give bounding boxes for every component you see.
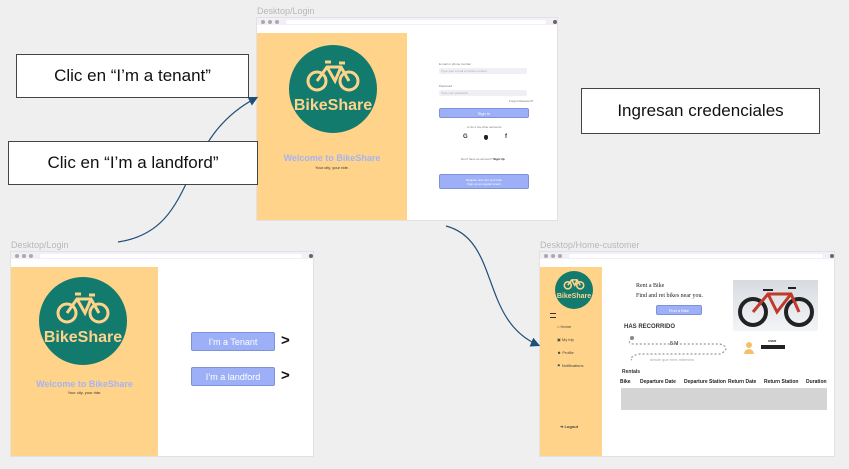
logo-circle: BikeShare	[289, 45, 377, 133]
landlord-chevron-icon[interactable]: >	[281, 367, 290, 384]
forward-icon[interactable]	[268, 19, 272, 24]
social-row: G f	[463, 134, 507, 140]
tenant-chevron-icon[interactable]: >	[281, 332, 290, 349]
email-label: E-mail or phone number	[439, 62, 472, 66]
user-name: USER	[768, 339, 777, 343]
desde-text: desde que eres miembro	[650, 357, 695, 362]
sidebar-logo-text: BikeShare	[556, 293, 592, 300]
welcome-heading: Welcome to BikeShare	[283, 153, 381, 163]
sidebar: BikeShare ⌂ Home ▣ My trip ☻ Profile ⚑ N…	[540, 267, 602, 456]
col-departure-station: Departure Station	[684, 379, 726, 385]
landlord-button[interactable]: I’m a landford	[191, 367, 275, 386]
email-field[interactable]: Type your e-mail or phone number	[439, 68, 527, 74]
recorrido-title: HAS RECORRIDO	[624, 324, 676, 330]
col-return-date: Return Date	[728, 379, 757, 385]
bike-icon	[306, 60, 360, 92]
or-sign-in-with: or do it via other accounts	[467, 125, 502, 129]
profile-icon[interactable]	[309, 253, 313, 258]
logo-circle: BikeShare	[39, 277, 127, 365]
forward-icon[interactable]	[551, 253, 555, 258]
callout-landlord: Clic en “I’m a landford”	[8, 141, 258, 185]
address-bar[interactable]	[286, 19, 546, 24]
back-icon[interactable]	[544, 253, 548, 258]
user-avatar	[744, 342, 754, 354]
frame-label-right: Desktop/Home-customer	[540, 240, 640, 250]
tagline: Your city, your ride.	[315, 165, 349, 170]
callout-tenant: Clic en “I’m a tenant”	[16, 54, 249, 98]
browser-chrome	[11, 252, 313, 259]
password-field[interactable]: Type your password	[439, 90, 527, 96]
profile-icon[interactable]	[553, 19, 557, 24]
sign-in-button[interactable]: Sign In	[439, 108, 529, 118]
browser-chrome	[540, 252, 834, 259]
callout-credentials: Ingresan credenciales	[581, 88, 820, 134]
browser-chrome	[257, 18, 557, 25]
register-line2: Sign up as regular tenant	[467, 181, 501, 186]
nav-profile-label: Profile	[562, 350, 574, 355]
google-icon[interactable]: G	[463, 134, 468, 140]
arrow-to-home	[445, 225, 541, 347]
find-bike-button[interactable]: Find a Bike	[656, 305, 702, 315]
logo-text: BikeShare	[293, 97, 373, 114]
forgot-password-link[interactable]: Forgot Password?	[509, 99, 534, 103]
back-icon[interactable]	[261, 19, 265, 24]
role-select-frame: BikeShare Welcome to BikeShare Your city…	[11, 252, 313, 456]
reload-icon[interactable]	[558, 253, 562, 258]
sidebar-logo: BikeShare	[555, 271, 593, 309]
frame-label-top: Desktop/Login	[257, 6, 315, 16]
forward-icon[interactable]	[22, 253, 26, 258]
col-duration: Duration	[806, 379, 827, 385]
nav-profile[interactable]: ☻ Profile	[557, 350, 574, 355]
bike-icon	[563, 279, 585, 290]
sign-up-link[interactable]: Sign Up	[493, 157, 505, 161]
nav-my-trip-label: My trip	[561, 337, 574, 342]
col-departure-date: Departure Date	[640, 379, 676, 385]
rent-subtitle: Find and ret bikes near you.	[636, 293, 703, 299]
nav-home-label: Home	[560, 324, 572, 329]
logout-label: Logout	[564, 424, 579, 429]
no-account-text: Don't have an account? Sign Up	[461, 157, 505, 161]
no-account-label: Don't have an account?	[461, 157, 493, 161]
tenant-button[interactable]: I’m a Tenant	[191, 332, 275, 351]
rent-title: Rent a Bike	[636, 283, 665, 289]
logout-button[interactable]: ➜ Logout	[560, 424, 579, 429]
user-rating	[761, 345, 785, 349]
bike-image-icon	[738, 287, 814, 327]
logo-text: BikeShare	[43, 329, 123, 346]
password-label: Password	[439, 84, 453, 88]
address-bar[interactable]	[40, 253, 302, 258]
bike-icon	[56, 292, 110, 324]
rentals-title: Rentals	[622, 369, 641, 375]
distance-value: 8 M	[670, 341, 679, 347]
login-frame-top: BikeShare Welcome to BikeShare Your city…	[257, 18, 557, 220]
menu-icon[interactable]	[550, 313, 556, 318]
rentals-table-body	[621, 388, 827, 410]
reload-icon[interactable]	[275, 19, 279, 24]
apple-icon[interactable]	[484, 135, 489, 140]
register-tenant-button[interactable]: Register and rent your bike Sign up as r…	[439, 174, 529, 189]
frame-label-bottom-left: Desktop/Login	[11, 240, 69, 250]
back-icon[interactable]	[15, 253, 19, 258]
col-return-station: Return Station	[764, 379, 799, 385]
reload-icon[interactable]	[29, 253, 33, 258]
tagline: Your city, your ride.	[67, 390, 102, 395]
register-line1: Register and rent your bike	[465, 177, 503, 182]
nav-my-trip[interactable]: ▣ My trip	[557, 337, 574, 342]
address-bar[interactable]	[569, 253, 823, 258]
col-bike: Bike	[620, 379, 631, 385]
bike-photo	[733, 280, 818, 331]
welcome-heading: Welcome to BikeShare	[36, 379, 133, 389]
brand-panel: BikeShare Welcome to BikeShare Your city…	[11, 267, 158, 456]
brand-panel: BikeShare Welcome to BikeShare Your city…	[257, 33, 407, 220]
profile-icon[interactable]	[830, 253, 834, 258]
nav-notifications-label: Notifications	[561, 363, 584, 368]
route-path-icon	[628, 336, 727, 361]
nav-home[interactable]: ⌂ Home	[557, 324, 572, 329]
facebook-icon[interactable]: f	[504, 134, 507, 140]
nav-notifications[interactable]: ⚑ Notifications	[557, 363, 584, 368]
home-customer-frame: BikeShare ⌂ Home ▣ My trip ☻ Profile ⚑ N…	[540, 252, 834, 456]
